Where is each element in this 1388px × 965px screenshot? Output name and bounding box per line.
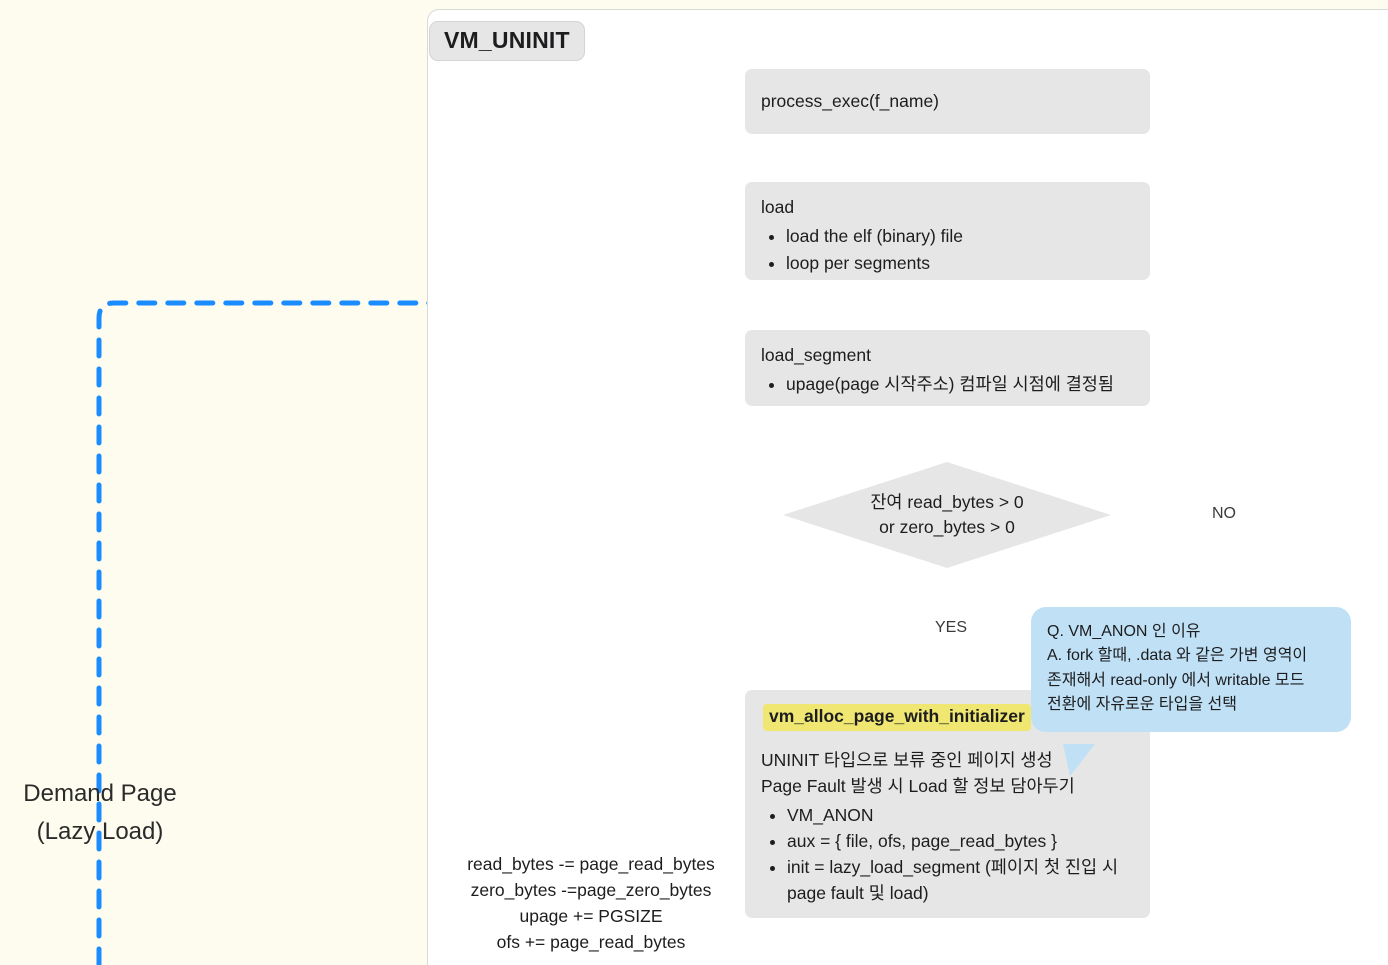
loop-update-line: read_bytes -= page_read_bytes: [467, 854, 715, 874]
edge-label-no: NO: [1205, 506, 1243, 522]
callout-line: 전환에 자유로운 타입을 선택: [1047, 695, 1237, 713]
node-load-segment-title: load_segment: [761, 345, 871, 365]
demand-page-caption: Demand Page (Lazy Load): [0, 775, 200, 852]
decision-line-1: 잔여 read_bytes > 0: [870, 491, 1024, 512]
demand-page-caption-line-1: Demand Page: [23, 780, 177, 807]
vm-uninit-frame-label: VM_UNINIT: [429, 21, 585, 61]
list-item: loop per segments: [786, 250, 1134, 277]
node-vm-alloc-body: UNINIT 타입으로 보류 중인 페이지 생성 Page Fault 발생 시…: [761, 747, 1138, 907]
decision-text: 잔여 read_bytes > 0 or zero_bytes > 0: [783, 462, 1111, 568]
node-process-exec-title: process_exec(f_name): [761, 91, 939, 111]
list-item: init = lazy_load_segment (페이지 첫 진입 시 pag…: [787, 854, 1138, 907]
node-load-bullets: load the elf (binary) file loop per segm…: [761, 223, 1134, 276]
callout-line: Q. VM_ANON 인 이유: [1047, 623, 1201, 640]
node-load-segment-bullets: upage(page 시작주소) 컴파일 시점에 결정됨: [761, 371, 1134, 398]
callout-line: 존재해서 read-only 에서 writable 모드: [1047, 671, 1305, 689]
node-vm-alloc-title: vm_alloc_page_with_initializer: [763, 704, 1031, 731]
loop-update-line: ofs += page_read_bytes: [496, 932, 686, 953]
callout-line: A. fork 할때, .data 와 같은 가변 영역이: [1047, 647, 1308, 665]
loop-update-line: zero_bytes -=page_zero_bytes: [470, 880, 712, 901]
edge-label-yes: YES: [928, 620, 975, 636]
vm-alloc-bullets: VM_ANON aux = { file, ofs, page_read_byt…: [761, 802, 1138, 907]
loop-update-line: upage += PGSIZE: [519, 906, 663, 927]
list-item: upage(page 시작주소) 컴파일 시점에 결정됨: [786, 371, 1134, 398]
callout-vm-anon[interactable]: Q. VM_ANON 인 이유 A. fork 할때, .data 와 같은 가…: [1031, 607, 1351, 733]
node-load-title: load: [761, 197, 795, 217]
node-process-exec[interactable]: process_exec(f_name): [745, 69, 1150, 134]
node-decision-read-bytes[interactable]: 잔여 read_bytes > 0 or zero_bytes > 0: [783, 462, 1111, 568]
node-load-segment[interactable]: load_segment upage(page 시작주소) 컴파일 시점에 결정…: [745, 330, 1150, 406]
list-item: load the elf (binary) file: [786, 223, 1134, 250]
list-item: VM_ANON: [787, 802, 1138, 828]
list-item: aux = { file, ofs, page_read_bytes }: [787, 828, 1138, 854]
vm-alloc-line-2: Page Fault 발생 시 Load 할 정보 담아두기: [761, 776, 1075, 797]
node-load[interactable]: load load the elf (binary) file loop per…: [745, 182, 1150, 280]
vm-alloc-line-1: UNINIT 타입으로 보류 중인 페이지 생성: [761, 750, 1053, 770]
demand-page-caption-line-2: (Lazy Load): [36, 818, 164, 846]
decision-line-2: or zero_bytes > 0: [879, 517, 1015, 537]
loop-update-text: read_bytes -= page_read_bytes zero_bytes…: [441, 851, 741, 955]
